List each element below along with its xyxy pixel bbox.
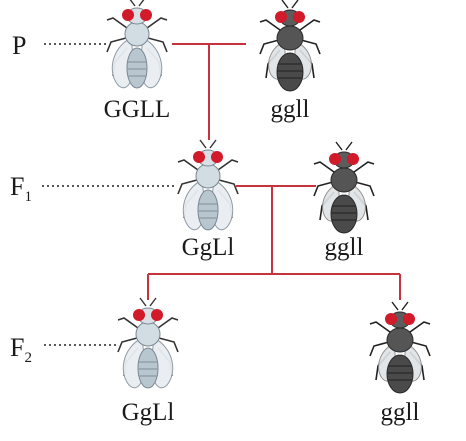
genotype-p-right: ggll	[271, 96, 310, 123]
light-fly-icon	[106, 0, 168, 89]
dark-fly-icon	[259, 0, 321, 92]
light-fly-icon	[117, 297, 179, 389]
genotype-f1-right: ggll	[325, 234, 364, 261]
generation-label-f2: F2	[10, 333, 32, 366]
generation-label-p: P	[12, 31, 26, 60]
generation-label-f1: F1	[10, 172, 32, 205]
dark-fly-icon	[369, 301, 431, 394]
dark-fly-icon	[313, 141, 375, 234]
genotype-f2-left: GgLl	[122, 399, 175, 426]
genotype-f2-right: ggll	[381, 399, 420, 426]
genotype-p-left: GGLL	[104, 96, 171, 123]
genotype-f1-left: GgLl	[182, 234, 235, 261]
light-fly-icon	[177, 139, 239, 231]
